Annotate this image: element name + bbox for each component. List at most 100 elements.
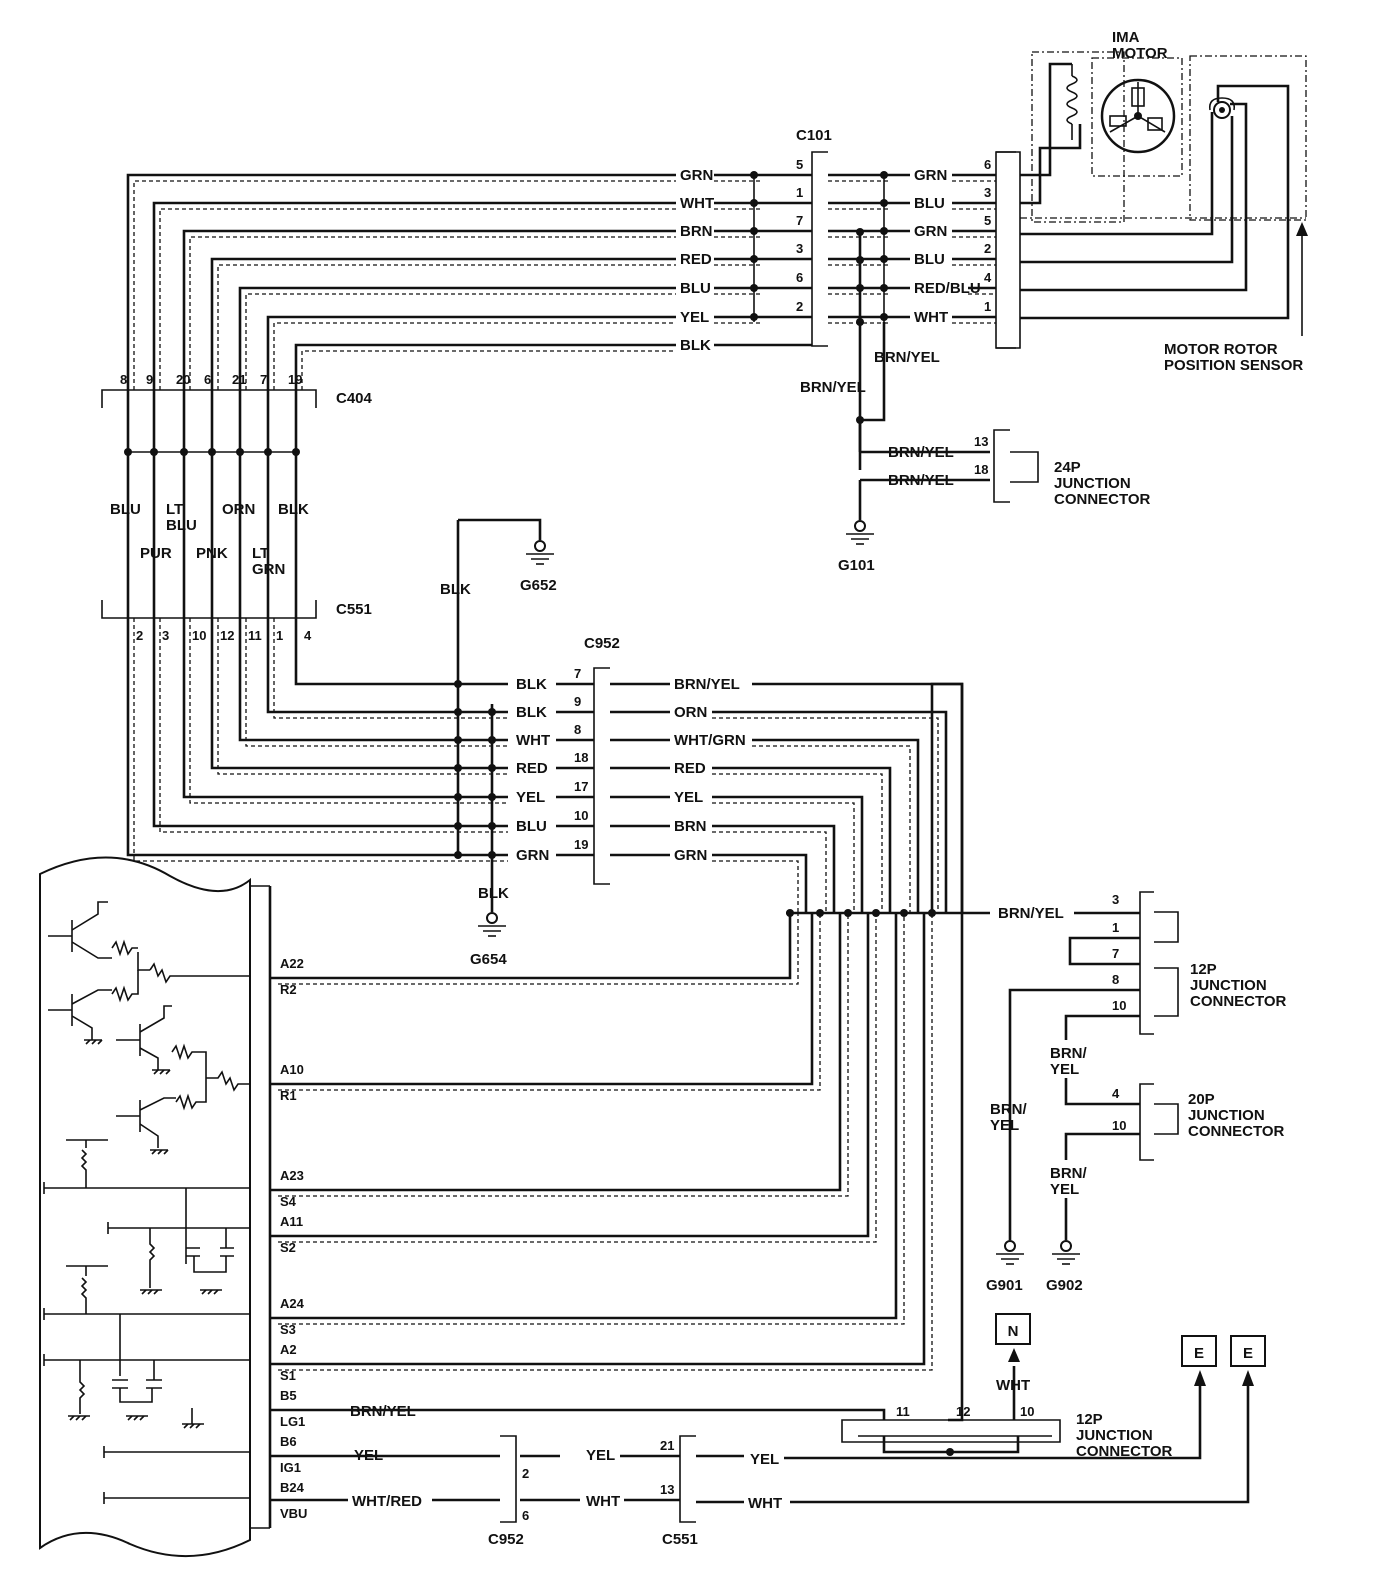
c101-pin: 3 — [796, 241, 803, 256]
ecu-terminal: S2 — [280, 1240, 296, 1255]
ecu-terminal: IG1 — [280, 1460, 301, 1475]
g101-label: G101 — [838, 557, 875, 574]
motor-pin: 3 — [984, 185, 991, 200]
c404-label: C404 — [336, 390, 373, 407]
jc24-pin: 13 — [974, 434, 988, 449]
c952-right-wire-label: BRN — [674, 818, 707, 835]
c101-pin: 2 — [796, 299, 803, 314]
jc20-pin: 10 — [1112, 1118, 1126, 1133]
c551-pin: 1 — [276, 628, 283, 643]
jc20-out-wire-label: BRN/YEL — [1050, 1165, 1087, 1198]
c952-pin: 17 — [574, 779, 588, 794]
ecu-terminal: B5 — [280, 1388, 297, 1403]
jc24-wire-label: BRN/YEL — [888, 444, 954, 461]
c551-pin: 4 — [304, 628, 312, 643]
c952-left-wire-label: BLU — [516, 818, 547, 835]
b6-wire-label: YEL — [750, 1451, 779, 1468]
harness-color-label: PNK — [196, 545, 228, 562]
b24-wire-label: WHT/RED — [352, 1493, 422, 1510]
jc20-pin: 4 — [1112, 1086, 1120, 1101]
ecu-terminal: A11 — [280, 1214, 303, 1229]
motor-pin: 5 — [984, 213, 991, 228]
c101-left-wire-label: YEL — [680, 309, 709, 326]
jc12b-pin: 12 — [956, 1404, 970, 1419]
ecu-terminal: B6 — [280, 1434, 297, 1449]
c952-left-wire-label: WHT — [516, 732, 550, 749]
c404-pin: 19 — [288, 372, 302, 387]
b5-wire-label: BRN/YEL — [350, 1403, 416, 1420]
c101-left-wire-label: GRN — [680, 167, 713, 184]
c952-pin: 19 — [574, 837, 588, 852]
g652-wire-label: BLK — [440, 581, 471, 598]
g652-label: G652 — [520, 577, 557, 594]
b24-wire-label: WHT — [748, 1495, 782, 1512]
c101-pin: 5 — [796, 157, 803, 172]
c952-left-wire-label: GRN — [516, 847, 549, 864]
b6-wire-label: YEL — [586, 1447, 615, 1464]
n-flag — [995, 1313, 1031, 1345]
jc12a-pin: 1 — [1112, 920, 1119, 935]
c101-right-wire-label: GRN — [914, 167, 947, 184]
c952-left-wire-label: RED — [516, 760, 548, 777]
e-flag — [1181, 1335, 1217, 1367]
g901-label: G901 — [986, 1277, 1023, 1294]
c404-pin: 20 — [176, 372, 190, 387]
harness-color-label: BLU — [110, 501, 141, 518]
c551-b-pin: 13 — [660, 1482, 674, 1497]
c952-bottom-label: C952 — [488, 1531, 524, 1548]
c952-pin: 7 — [574, 666, 581, 681]
c551-bottom-label: C551 — [662, 1531, 698, 1548]
c551-label: C551 — [336, 601, 372, 618]
c952-right-wire-label: YEL — [674, 789, 703, 806]
c551-pin: 12 — [220, 628, 234, 643]
jc24-pin: 18 — [974, 462, 988, 477]
bus-wire-label: BRN/YEL — [998, 905, 1064, 922]
c952-right-wire-label: WHT/GRN — [674, 732, 746, 749]
c101-left-wire-label: BLK — [680, 337, 711, 354]
c952-pin: 8 — [574, 722, 581, 737]
g902-label: G902 — [1046, 1277, 1083, 1294]
harness-color-label: ORN — [222, 501, 255, 518]
motor-pin: 2 — [984, 241, 991, 256]
c101-right-wire-label: WHT — [914, 309, 948, 326]
ecu-terminal: S3 — [280, 1322, 296, 1337]
jc12a-out-wire-label: BRN/YEL — [1050, 1045, 1087, 1078]
jc12b-pin: 11 — [896, 1404, 910, 1419]
c101-pin: 7 — [796, 213, 803, 228]
c952-label: C952 — [584, 635, 620, 652]
c404-pin: 7 — [260, 372, 267, 387]
ecu-terminal: A10 — [280, 1062, 304, 1077]
c101-right-wire-label: GRN — [914, 223, 947, 240]
n-wire-label: WHT — [996, 1377, 1030, 1394]
c101-label: C101 — [796, 127, 832, 144]
c952-right-wire-label: GRN — [674, 847, 707, 864]
c404-pin: 6 — [204, 372, 211, 387]
c952-left-wire-label: BLK — [516, 676, 547, 693]
jc12a-pin: 3 — [1112, 892, 1119, 907]
c101-ground-wire-label: BRN/YEL — [800, 379, 866, 396]
c551-pin: 11 — [248, 628, 262, 643]
c952-pin: 10 — [574, 808, 588, 823]
ecu-terminal: R2 — [280, 982, 297, 997]
ecu-terminal: A2 — [280, 1342, 297, 1357]
ecu — [39, 856, 272, 1557]
c101-ground-wire-label: BRN/YEL — [874, 349, 940, 366]
c952-right-wire-label: BRN/YEL — [674, 676, 740, 693]
c101-pin: 6 — [796, 270, 803, 285]
n-flag-label: N — [1008, 1323, 1019, 1340]
c404-pin: 8 — [120, 372, 127, 387]
c952-left-wire-label: BLK — [516, 704, 547, 721]
c952-left-wire-label: YEL — [516, 789, 545, 806]
c551-b-pin: 21 — [660, 1438, 674, 1453]
e-flag-label: E — [1194, 1345, 1204, 1362]
c101-left-wire-label: BLU — [680, 280, 711, 297]
